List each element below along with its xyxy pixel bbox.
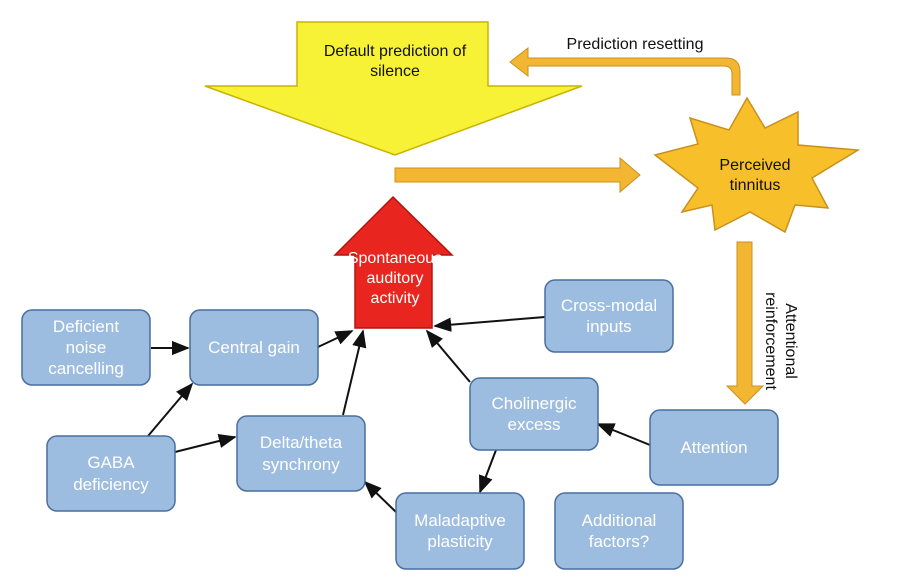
- default-prediction-arrow: [204, 21, 583, 156]
- edge-crossmodal-to-spontaneous: [433, 316, 546, 332]
- boxes: [21, 279, 779, 570]
- connectors: [147, 316, 651, 513]
- edge-maladaptive-to-delta: [363, 480, 397, 513]
- box-cross-modal: [544, 279, 674, 353]
- perceived-tinnitus-star: [653, 96, 861, 234]
- attentional-reinforcement-arrow: [725, 241, 765, 405]
- box-central-gain: [189, 309, 319, 386]
- box-maladaptive: [395, 492, 525, 570]
- box-additional: [554, 492, 684, 570]
- edge-gaba-to-delta: [174, 433, 237, 453]
- box-cholinergic: [469, 377, 599, 451]
- spontaneous-activity-arrow: [333, 195, 454, 329]
- edge-cholinergic-to-spontaneous: [425, 329, 471, 383]
- edge-cholinergic-to-maladaptive: [479, 449, 497, 494]
- box-deficient-noise: [21, 309, 151, 386]
- edge-attention-to-cholinergic: [596, 423, 651, 446]
- edge-delta-to-spontaneous: [342, 329, 367, 416]
- box-gaba: [46, 435, 176, 512]
- orange-arrow-to-tinnitus: [394, 156, 641, 194]
- box-delta-theta: [236, 415, 366, 492]
- edge-gaba-to-central: [147, 382, 194, 437]
- edge-central-to-spontaneous: [317, 330, 354, 348]
- box-attention: [649, 409, 779, 486]
- prediction-resetting-arrow: [509, 46, 741, 96]
